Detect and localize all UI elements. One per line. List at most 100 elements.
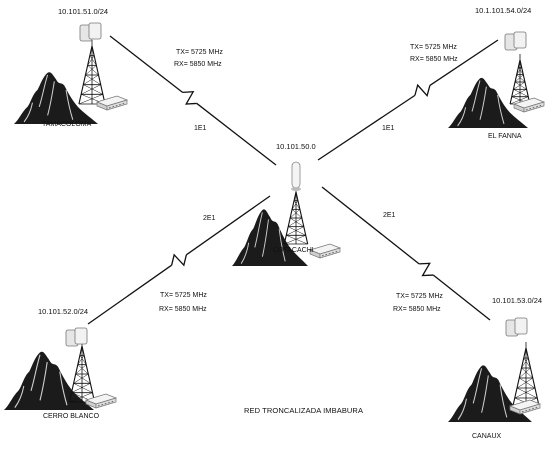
tower-brace: [519, 367, 531, 379]
site-nw-tower: [78, 40, 106, 105]
tower-brace: [521, 357, 529, 369]
tower-brace: [73, 383, 93, 393]
link-line: [185, 195, 271, 256]
link-line: [196, 102, 277, 166]
link-ne-tx-label: TX= 5725 MHz: [410, 44, 457, 51]
router-port: [335, 251, 338, 253]
router-port: [532, 107, 535, 109]
link-sw-tx-label: TX= 5725 MHz: [160, 292, 207, 299]
router-port: [122, 103, 125, 105]
tower-brace: [290, 217, 304, 227]
tower-brace: [514, 81, 527, 90]
tower-brace: [75, 364, 87, 375]
tower-brace: [513, 81, 526, 90]
omni-antenna-base: [291, 187, 301, 191]
router-front: [106, 99, 128, 111]
radio-unit-icon: [74, 327, 88, 345]
router-port: [111, 401, 114, 403]
router-port: [529, 108, 532, 110]
radio-unit-icon: [88, 22, 102, 40]
tower-brace: [83, 84, 103, 95]
site-ne-ip-label: 10.1.101.54.0/24: [475, 6, 532, 15]
hub-mountain: [232, 209, 308, 266]
tower-brace: [87, 65, 99, 76]
link-nw-e1-label: 1E1: [194, 125, 207, 132]
site-sw-antennas: [65, 327, 88, 347]
tower-brace: [291, 209, 303, 219]
router-port: [521, 411, 524, 413]
tower-brace: [293, 200, 301, 210]
link-line: [432, 274, 491, 321]
tower-brace: [69, 392, 93, 403]
omni-antenna-icon: [291, 161, 301, 189]
router-port: [332, 252, 334, 254]
tower-brace: [511, 89, 527, 97]
lightning-bolt-icon: [419, 262, 434, 277]
link-line: [317, 94, 416, 161]
link-line: [429, 39, 499, 86]
mountain-shape: [4, 351, 94, 410]
link-nw-rx-label: RX= 5850 MHz: [174, 61, 222, 68]
link-line: [109, 35, 183, 93]
site-se-antennas: [505, 317, 528, 337]
tower-brace: [77, 364, 89, 375]
lightning-bolt-icon: [414, 83, 431, 97]
link-se: [321, 186, 491, 321]
router-port: [525, 410, 528, 412]
site-se-ip-label: 10.101.53.0/24: [492, 296, 543, 305]
snow-lines: [240, 212, 286, 265]
lightning-bolt-icon: [182, 91, 197, 105]
snow-lines: [14, 354, 68, 409]
tower-brace: [523, 357, 531, 369]
router-port: [325, 254, 328, 256]
site-nw-antennas: [79, 22, 102, 42]
link-nw: [109, 35, 277, 166]
tower-brace: [89, 55, 97, 66]
link-sw-e1-label: 2E1: [203, 215, 216, 222]
link-se-tx-label: TX= 5725 MHz: [396, 293, 443, 300]
snow-lines: [457, 80, 505, 127]
snow-lines: [23, 74, 74, 123]
site-ne-name-label: EL FANNA: [488, 133, 522, 140]
radio-unit-icon: [514, 317, 528, 335]
tower-brace: [77, 355, 85, 365]
router-port: [101, 404, 104, 406]
site-nw-mountain: [14, 72, 98, 124]
diagram-title: RED TRONCALIZADA IMBABURA: [244, 406, 364, 415]
tower-brace: [521, 367, 533, 379]
router-front: [523, 101, 545, 113]
tower-brace: [79, 355, 87, 365]
tower-brace: [516, 377, 533, 389]
link-nw-tx-label: TX= 5725 MHz: [176, 49, 223, 56]
router-front: [319, 247, 341, 259]
tower-brace: [284, 235, 306, 245]
tower-brace: [81, 84, 101, 95]
link-line: [87, 264, 173, 325]
tower-brace: [286, 235, 308, 245]
router-port: [525, 109, 528, 111]
router-port: [532, 408, 534, 410]
router-port: [535, 407, 538, 409]
router-port: [528, 409, 531, 411]
tower-brace: [513, 89, 529, 97]
tower-brace: [87, 55, 95, 66]
router-front: [95, 397, 117, 409]
link-sw: [87, 195, 271, 325]
tower-brace: [75, 373, 91, 384]
hub-name-label: COTACACHI: [273, 247, 314, 254]
hub-omni-antenna: [291, 161, 301, 191]
router-port: [104, 403, 107, 405]
site-nw-name-label: TAMACOLOMA: [42, 121, 92, 128]
site-nw-router: [95, 95, 129, 111]
tower-brace: [291, 200, 299, 210]
tower-brace: [85, 65, 97, 76]
router-port: [108, 402, 110, 404]
tower-brace: [519, 377, 536, 389]
tower-brace: [85, 74, 101, 85]
tower-brace: [510, 96, 529, 105]
hub-router: [308, 243, 342, 259]
site-sw-router: [84, 393, 118, 409]
site-se-name-label: CANAUX: [472, 433, 502, 440]
router-port: [97, 405, 100, 407]
